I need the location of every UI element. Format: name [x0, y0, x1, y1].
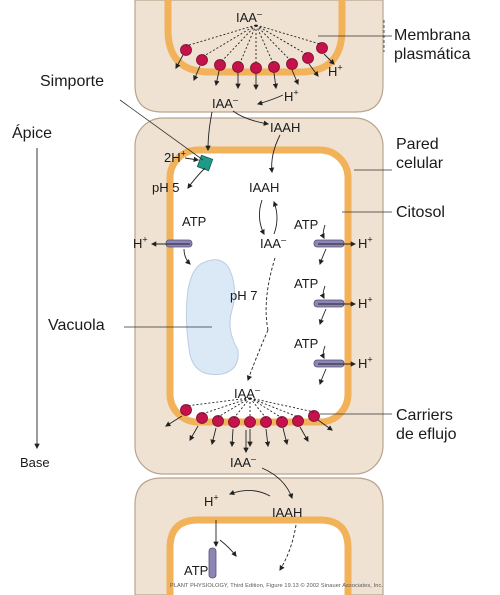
h-right-3: H+ [358, 356, 373, 371]
atp-left: ATP [182, 214, 206, 229]
ph5-label: pH 5 [152, 180, 179, 195]
carriers-line1: Carriers [396, 406, 457, 425]
apice-label: Ápice [12, 124, 52, 143]
iaa-carriers: IAA– [234, 386, 260, 401]
two-h-label: 2H+ [164, 150, 186, 165]
simporte-label: Simporte [40, 72, 104, 91]
base-label: Base [20, 455, 50, 470]
membrana-line1: Membrana [394, 26, 470, 45]
carriers-line2: de eflujo [396, 425, 457, 444]
h-right-1: H+ [358, 236, 373, 251]
iaa-junction1: IAA– [212, 96, 238, 111]
iaah-junction2: IAAH [272, 505, 302, 520]
iaa-top: IAA– [236, 10, 262, 25]
vacuola-label: Vacuola [48, 316, 105, 335]
atp-right-2: ATP [294, 276, 318, 291]
membrana-label: Membrana plasmática [394, 26, 470, 64]
carriers-label: Carriers de eflujo [396, 406, 457, 444]
membrana-line2: plasmática [394, 45, 470, 64]
h-left: H+ [133, 236, 148, 251]
h-top: H+ [328, 64, 343, 79]
atp-right-3: ATP [294, 336, 318, 351]
atp-bottom: ATP [184, 563, 208, 578]
h-junction2: H+ [204, 494, 219, 509]
ph7-label: pH 7 [230, 288, 257, 303]
vacuole-shape [186, 260, 238, 375]
pared-label: Pared celular [396, 135, 443, 173]
h-junction1: H+ [284, 89, 299, 104]
iaah-junction1: IAAH [270, 120, 300, 135]
h-right-2: H+ [358, 296, 373, 311]
atp-right-1: ATP [294, 217, 318, 232]
bottom-cell [135, 478, 383, 595]
pared-line2: celular [396, 154, 443, 173]
middle-cell [135, 118, 383, 474]
iaa-cytosol: IAA– [260, 236, 286, 251]
figure-credit: PLANT PHYSIOLOGY, Third Edition, Figure … [170, 583, 383, 589]
pared-line1: Pared [396, 135, 443, 154]
iaa-junction2: IAA– [230, 455, 256, 470]
iaah-cytosol: IAAH [249, 180, 279, 195]
citosol-label: Citosol [396, 203, 445, 222]
